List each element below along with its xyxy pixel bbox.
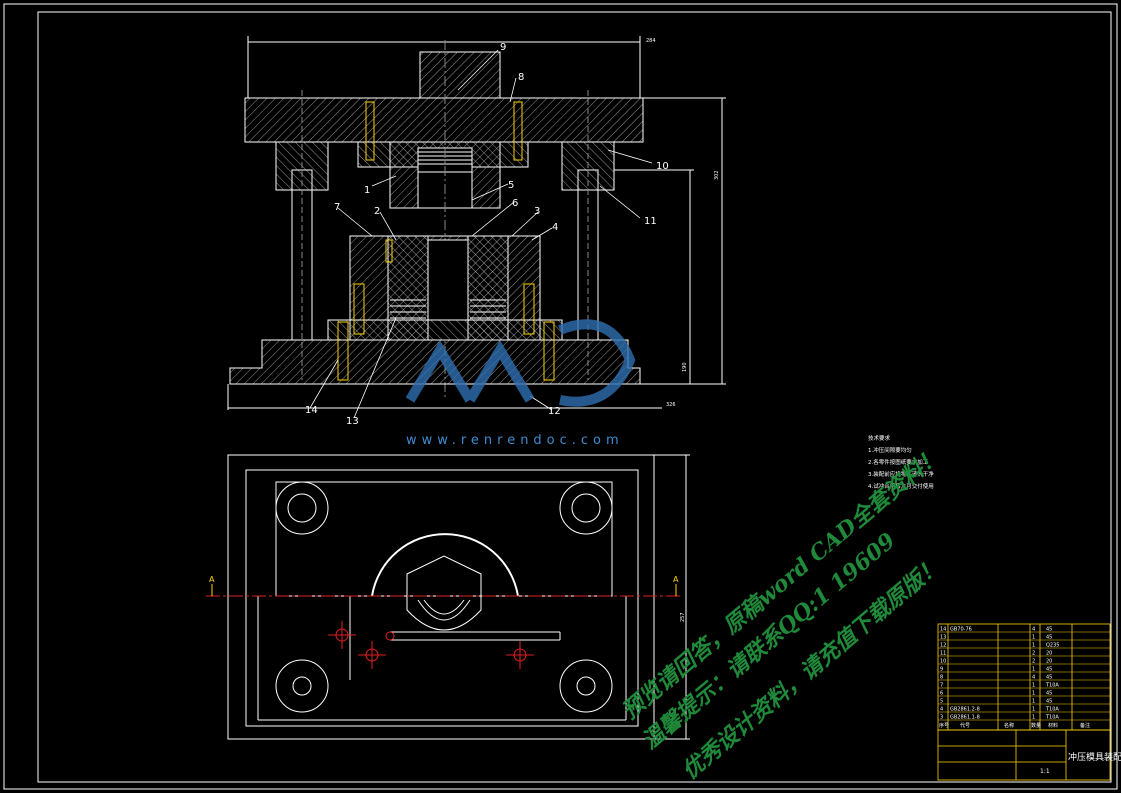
bom-cell-no: 8 bbox=[940, 675, 943, 681]
bom-cell-no: 11 bbox=[940, 651, 946, 657]
bom-header-mat: 材料 bbox=[1048, 722, 1058, 729]
bom-cell-qty: 1 bbox=[1032, 643, 1035, 649]
note-line: 3.装配前应将零件清洗干净 bbox=[868, 470, 934, 478]
title-block-text: 冲压模具装配图 1:1 bbox=[1040, 751, 1121, 775]
section-mark-right: A bbox=[673, 575, 679, 584]
bom-cell-name: GB2861.2-8 bbox=[950, 707, 980, 713]
bom-cell-qty: 4 bbox=[1032, 627, 1035, 633]
part-label: 1 bbox=[364, 185, 370, 196]
part-label: 2 bbox=[374, 206, 380, 217]
bom-cell-mat: 45 bbox=[1046, 667, 1052, 673]
bom-header-name: 代号 bbox=[960, 722, 970, 729]
part-label: 7 bbox=[334, 202, 340, 213]
bom-cell-no: 6 bbox=[940, 691, 943, 697]
bom-cell-qty: 1 bbox=[1032, 707, 1035, 713]
outer-frame bbox=[3, 3, 1118, 790]
part-label: 12 bbox=[548, 406, 561, 417]
bom-cell-name: GB70-76 bbox=[950, 627, 972, 633]
part-label: 5 bbox=[508, 180, 514, 191]
bom-cell-mat: 20 bbox=[1046, 651, 1052, 657]
part-label: 13 bbox=[346, 416, 359, 427]
bom-cell-mat: T10A bbox=[1045, 683, 1059, 689]
leader-lines bbox=[309, 49, 653, 419]
bom-header-note: 备注 bbox=[1080, 722, 1090, 729]
watermark: www.renrendoc.com 预览请回答，原稿word CAD全套资料！ … bbox=[405, 319, 947, 785]
watermark-site: www.renrendoc.com bbox=[406, 433, 624, 448]
bom-cell-qty: 1 bbox=[1032, 635, 1035, 641]
dim-height-right: 190 bbox=[682, 362, 688, 372]
bom-cell-qty: 4 bbox=[1032, 675, 1035, 681]
bom-cell-qty: 1 bbox=[1032, 683, 1035, 689]
drawing-scale: 1:1 bbox=[1040, 768, 1050, 775]
bom-cell-mat: 45 bbox=[1046, 675, 1052, 681]
part-label: 8 bbox=[518, 72, 524, 83]
part-label: 3 bbox=[534, 206, 540, 217]
bom-cell-mat: 20 bbox=[1046, 659, 1052, 665]
note-line: 1.冲压间隙要均匀 bbox=[868, 446, 912, 454]
bom-cell-qty: 1 bbox=[1032, 715, 1035, 721]
bom-cell-mat: 45 bbox=[1046, 699, 1052, 705]
bom-cell-mat: T10A bbox=[1045, 715, 1059, 721]
bom-cell-mat: T10A bbox=[1045, 707, 1059, 713]
bom-cell-mat: 45 bbox=[1046, 627, 1052, 633]
bom-cell-mat: 45 bbox=[1046, 691, 1052, 697]
watermark-logo-icon bbox=[405, 319, 636, 407]
part-label: 10 bbox=[656, 161, 669, 172]
bom-cell-qty: 2 bbox=[1032, 659, 1035, 665]
bom-cell-no: 9 bbox=[940, 667, 943, 673]
dim-plan-height: 257 bbox=[680, 612, 686, 622]
bom-header-qty: 数量 bbox=[1031, 722, 1041, 729]
dim-bottom-width: 326 bbox=[666, 402, 676, 408]
notes-title: 技术要求 bbox=[868, 434, 891, 442]
bom-cell-no: 12 bbox=[940, 643, 946, 649]
bom-cell-no: 4 bbox=[940, 707, 943, 713]
front-section-view bbox=[227, 36, 726, 410]
bom-cell-name: GB2861.1-8 bbox=[950, 715, 980, 721]
part-label: 6 bbox=[512, 198, 518, 209]
inner-frame bbox=[37, 11, 1112, 783]
bom-cell-no: 7 bbox=[940, 683, 943, 689]
part-label: 14 bbox=[305, 405, 318, 416]
part-labels: 9 8 10 11 1 5 7 2 6 3 4 14 13 12 bbox=[305, 42, 669, 427]
part-label: 11 bbox=[644, 216, 657, 227]
drawing-name: 冲压模具装配图 bbox=[1068, 751, 1121, 763]
bom-cell-mat: 45 bbox=[1046, 635, 1052, 641]
bom-cell-qty: 1 bbox=[1032, 699, 1035, 705]
bom-header-part: 名称 bbox=[1004, 722, 1014, 729]
bom-cell-no: 3 bbox=[940, 715, 943, 721]
bom-cell-mat: Q235 bbox=[1046, 643, 1059, 649]
section-marks: A A bbox=[209, 575, 679, 596]
dim-top-width: 284 bbox=[646, 38, 656, 44]
section-mark-left: A bbox=[209, 575, 215, 584]
dimension-values: 284 302 190 326 257 bbox=[646, 38, 720, 622]
bom-cell-no: 10 bbox=[940, 659, 946, 665]
dim-height-left: 302 bbox=[714, 170, 720, 180]
bom-cell-no: 14 bbox=[940, 627, 946, 633]
note-line: 2.各零件按图纸要求加工 bbox=[868, 458, 929, 466]
technical-notes: 技术要求 1.冲压间隙要均匀 2.各零件按图纸要求加工 3.装配前应将零件清洗干… bbox=[868, 434, 934, 490]
plan-view bbox=[227, 454, 690, 740]
part-label: 9 bbox=[500, 42, 506, 53]
part-label: 4 bbox=[552, 222, 558, 233]
title-block bbox=[937, 729, 1111, 781]
note-line: 4.试冲合格后方可交付使用 bbox=[868, 482, 934, 490]
bom-cell-qty: 2 bbox=[1032, 651, 1035, 657]
bom-cell-no: 5 bbox=[940, 699, 943, 705]
bom-header-no: 序号 bbox=[939, 722, 949, 729]
bom-cell-qty: 1 bbox=[1032, 691, 1035, 697]
bom-cell-no: 13 bbox=[940, 635, 946, 641]
bom-cell-qty: 1 bbox=[1032, 667, 1035, 673]
plan-red-features bbox=[206, 595, 680, 669]
bom-header: 序号 代号 名称 数量 材料 备注 bbox=[939, 722, 1090, 729]
